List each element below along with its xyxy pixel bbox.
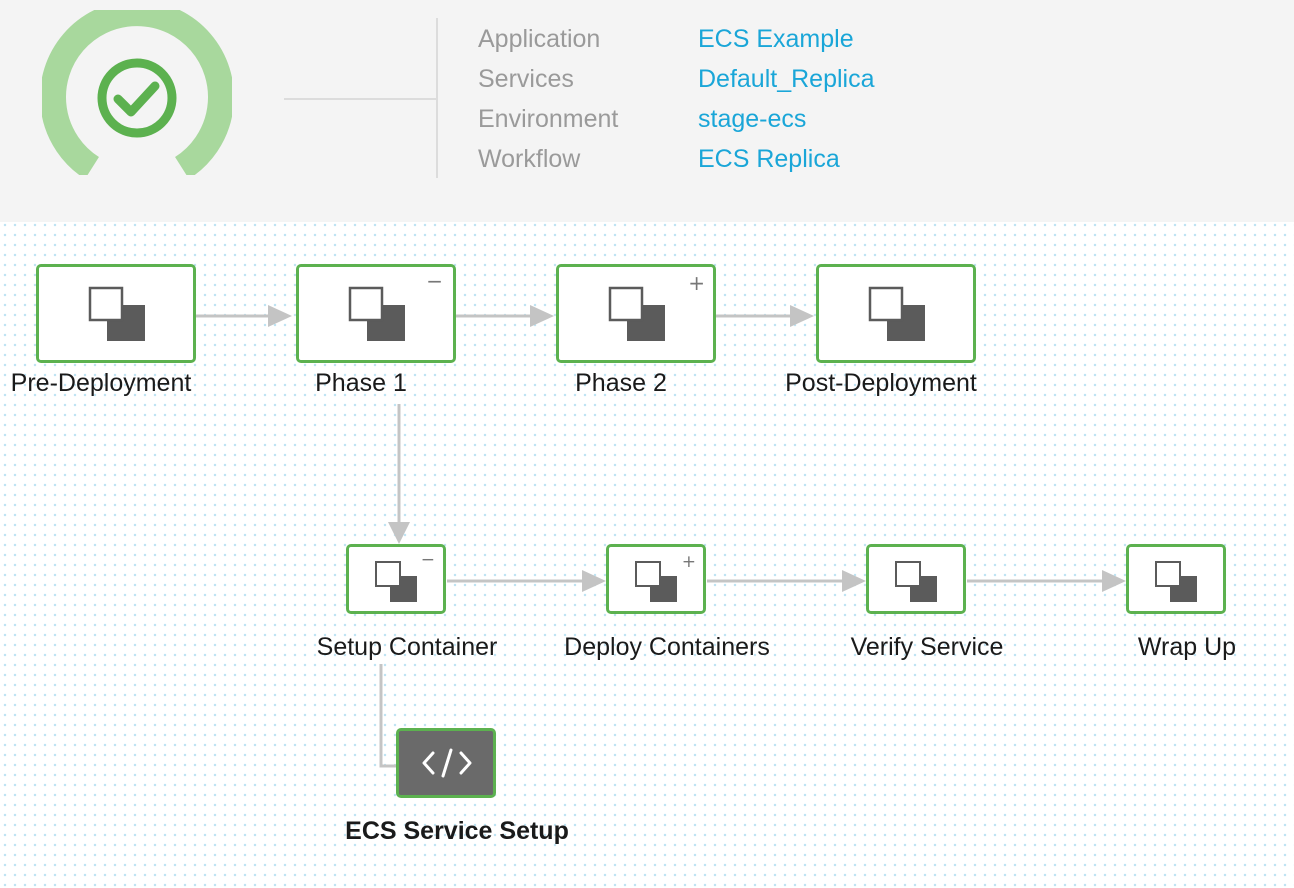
command-label: ECS Service Setup bbox=[345, 817, 569, 845]
step-node-wrap-up[interactable] bbox=[1126, 544, 1226, 614]
step-label: Verify Service bbox=[850, 633, 1004, 661]
phase-node-post-deployment[interactable] bbox=[816, 264, 976, 363]
phase-node-phase-2[interactable]: + bbox=[556, 264, 716, 363]
deployment-header: Application ECS Example Services Default… bbox=[0, 0, 1294, 222]
services-label: Services bbox=[478, 65, 574, 93]
application-label: Application bbox=[478, 25, 601, 53]
step-node-deploy-containers[interactable]: + bbox=[606, 544, 706, 614]
collapse-toggle[interactable]: − bbox=[420, 550, 435, 570]
stacked-squares-icon bbox=[895, 561, 937, 602]
phase-node-pre-deployment[interactable] bbox=[36, 264, 196, 363]
expand-toggle[interactable]: + bbox=[681, 552, 696, 572]
stacked-squares-icon bbox=[1155, 561, 1197, 602]
stacked-squares-icon bbox=[375, 561, 417, 602]
step-label: Deploy Containers bbox=[564, 633, 770, 661]
stacked-squares-icon bbox=[88, 286, 145, 341]
expand-toggle[interactable]: + bbox=[688, 271, 705, 295]
phase-node-phase-1[interactable]: − bbox=[296, 264, 456, 363]
stacked-squares-icon bbox=[868, 286, 925, 341]
collapse-toggle[interactable]: − bbox=[426, 269, 443, 293]
step-node-verify-service[interactable] bbox=[866, 544, 966, 614]
command-node-ecs-service-setup[interactable] bbox=[396, 728, 496, 798]
workflow-link[interactable]: ECS Replica bbox=[698, 145, 840, 173]
check-circle-icon bbox=[97, 58, 177, 138]
step-node-setup-container[interactable]: − bbox=[346, 544, 446, 614]
environment-link[interactable]: stage-ecs bbox=[698, 105, 807, 133]
phase-label: Pre-Deployment bbox=[10, 369, 192, 397]
stacked-squares-icon bbox=[608, 286, 665, 341]
step-label: Wrap Up bbox=[1137, 633, 1237, 661]
stacked-squares-icon bbox=[348, 286, 405, 341]
workflow-label: Workflow bbox=[478, 145, 581, 173]
application-link[interactable]: ECS Example bbox=[698, 25, 854, 53]
services-link[interactable]: Default_Replica bbox=[698, 65, 875, 93]
connector-setup-to-command bbox=[379, 664, 398, 768]
code-icon bbox=[422, 748, 472, 778]
step-label: Setup Container bbox=[316, 633, 498, 661]
phase-label: Post-Deployment bbox=[785, 369, 977, 397]
phase-label: Phase 2 bbox=[575, 369, 667, 397]
environment-label: Environment bbox=[478, 105, 619, 133]
header-divider-horizontal bbox=[284, 98, 436, 100]
phase-label: Phase 1 bbox=[315, 369, 407, 397]
status-gauge bbox=[42, 10, 232, 175]
stacked-squares-icon bbox=[635, 561, 677, 602]
header-divider-vertical bbox=[436, 18, 438, 178]
